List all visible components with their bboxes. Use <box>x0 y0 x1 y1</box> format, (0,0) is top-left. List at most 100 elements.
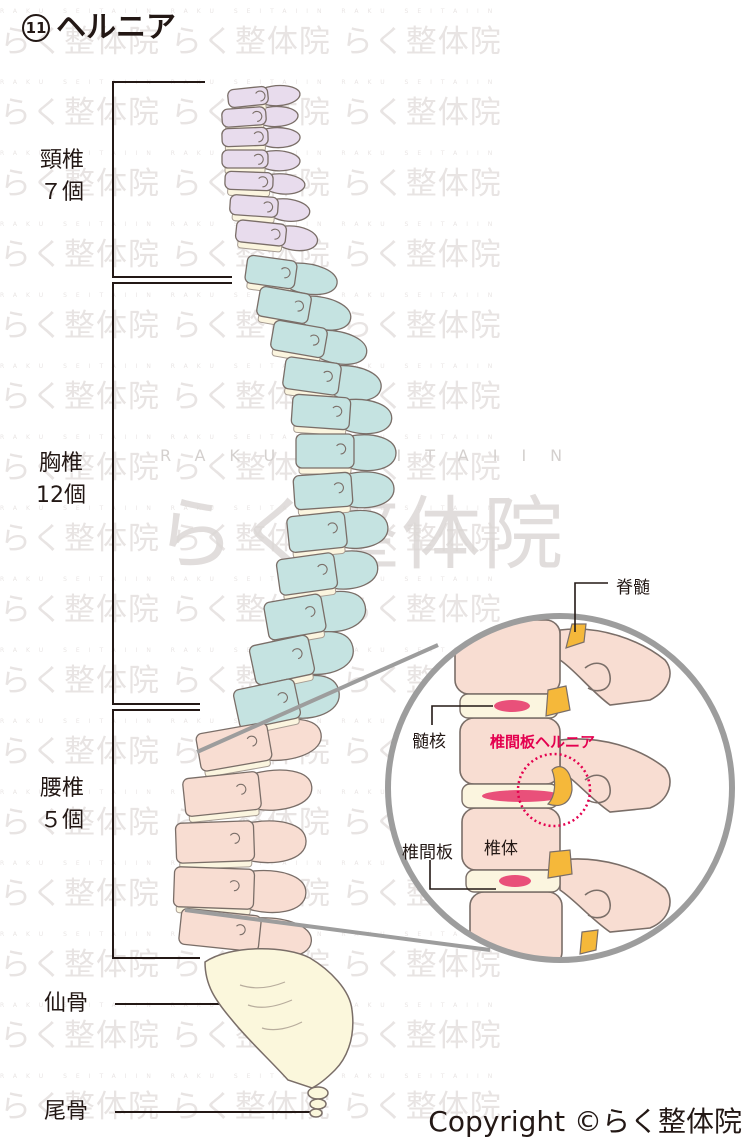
zoom-facet-1 <box>584 662 611 692</box>
cervical-label: 頸椎 ７個 <box>40 145 84 209</box>
body-label: 椎体 <box>484 839 518 859</box>
spinal-cord-leader <box>574 582 608 632</box>
cervical-spinous-process <box>260 105 299 128</box>
thoracic-spinous-process <box>339 509 389 550</box>
thoracic-spinous-process <box>349 434 397 472</box>
cervical-facet <box>253 131 264 143</box>
thoracic-vertebra <box>275 552 339 596</box>
cervical-spinous-process <box>263 126 301 149</box>
zoom-process-3 <box>559 858 671 933</box>
cervical-facet <box>252 110 263 122</box>
cervical-count: ７個 <box>40 180 85 205</box>
vertebrae-spinous <box>248 84 397 958</box>
nucleus-label: 髄核 <box>412 732 446 752</box>
lumbar-facet <box>229 832 241 844</box>
nucleus-1 <box>494 700 530 712</box>
cervical-vertebra <box>221 149 269 169</box>
zoom-facet-3 <box>584 889 611 919</box>
thoracic-facet <box>277 692 288 704</box>
thoracic-facet <box>332 405 343 417</box>
lumbar-spinous-process <box>253 769 313 811</box>
thoracic-label: 胸椎 12個 <box>36 448 86 512</box>
thoracic-vertebra <box>282 356 342 396</box>
spinal-cord-hernia <box>546 766 573 807</box>
cervical-name: 頸椎 <box>40 148 85 173</box>
cervical-vertebra <box>227 85 269 109</box>
cervical-spinous-process <box>272 198 311 222</box>
cervical-vertebra <box>221 126 269 148</box>
thoracic-vertebra <box>232 678 302 730</box>
cervical-spinous-process <box>262 84 301 107</box>
spinal-cord-1 <box>565 623 587 649</box>
thoracic-vertebra <box>292 471 354 511</box>
hernia-label: 椎間板ヘルニア <box>490 733 596 751</box>
spinal-cord-4 <box>579 929 599 955</box>
thoracic-vertebra <box>270 319 328 359</box>
cervical-spinous-process <box>280 225 319 252</box>
cervical-facet <box>263 201 274 213</box>
lumbar-name: 腰椎 <box>40 776 85 801</box>
nucleus-leader <box>431 705 493 725</box>
thoracic-facet <box>327 522 338 534</box>
sacrum-shape <box>204 947 354 1089</box>
lumbar-facet <box>236 924 246 936</box>
zoom-connectors <box>184 643 491 952</box>
thoracic-facet <box>323 370 333 382</box>
lumbar-spinous-process <box>248 820 307 864</box>
thoracic-facet <box>310 334 320 346</box>
cervical-facet <box>258 176 269 188</box>
title-number: 11 <box>22 14 50 42</box>
thoracic-vertebra <box>295 433 355 469</box>
thoracic-facet <box>281 267 291 279</box>
cervical-spinous-process <box>263 150 301 172</box>
thoracic-bracket <box>112 282 232 705</box>
thoracic-facet <box>336 443 347 455</box>
lumbar-label: 腰椎 ５個 <box>40 773 84 837</box>
thoracic-facet <box>317 563 328 575</box>
cervical-facet <box>253 153 264 165</box>
hernia-marker <box>516 752 592 828</box>
thoracic-facet <box>333 482 344 494</box>
cervical-vertebra <box>224 170 274 192</box>
cervical-vertebra <box>229 194 279 218</box>
nucleus-hernia <box>482 790 562 802</box>
zoom-process-2 <box>559 738 671 813</box>
lumbar-count: ５個 <box>40 808 85 833</box>
thoracic-vertebra <box>244 254 298 290</box>
zoom-body-1 <box>454 619 561 695</box>
coccyx-shape <box>307 1086 329 1118</box>
thoracic-facet <box>294 300 304 312</box>
zoom-circle <box>388 616 732 960</box>
detail-leaders <box>429 582 608 890</box>
thoracic-spinous-process <box>328 550 379 590</box>
spinal-cord-3 <box>547 849 573 879</box>
nucleus-3 <box>499 875 531 887</box>
thoracic-name: 胸椎 <box>38 451 83 476</box>
cervical-vertebra <box>221 106 267 128</box>
thoracic-count: 12個 <box>36 483 86 508</box>
lumbar-vertebra <box>174 820 256 864</box>
cervical-spinous-process <box>268 173 306 195</box>
zoom-facet-2 <box>584 774 611 804</box>
thoracic-facet <box>304 606 316 618</box>
thoracic-facet <box>291 648 303 660</box>
lumbar-spinous-process <box>248 869 307 914</box>
thoracic-spinous-process <box>346 471 395 509</box>
coccyx-label: 尾骨 <box>44 1099 89 1124</box>
disc-leader <box>429 860 496 890</box>
title-text: ヘルニア <box>56 10 176 45</box>
lumbar-vertebra <box>172 866 256 910</box>
lumbar-bracket <box>112 709 200 959</box>
copyright: Copyright ©らく整体院 <box>428 1105 742 1138</box>
cervical-facet <box>270 228 281 240</box>
sacrum-label: 仙骨 <box>44 991 89 1016</box>
disc-label: 椎間板 <box>402 843 453 863</box>
lumbar-facet <box>229 880 240 892</box>
spinal-cord-2 <box>545 685 571 717</box>
zoom-circle-border <box>385 613 735 963</box>
thoracic-vertebra <box>256 286 312 324</box>
thoracic-spinous-process <box>344 398 393 435</box>
thoracic-vertebra <box>286 511 348 553</box>
